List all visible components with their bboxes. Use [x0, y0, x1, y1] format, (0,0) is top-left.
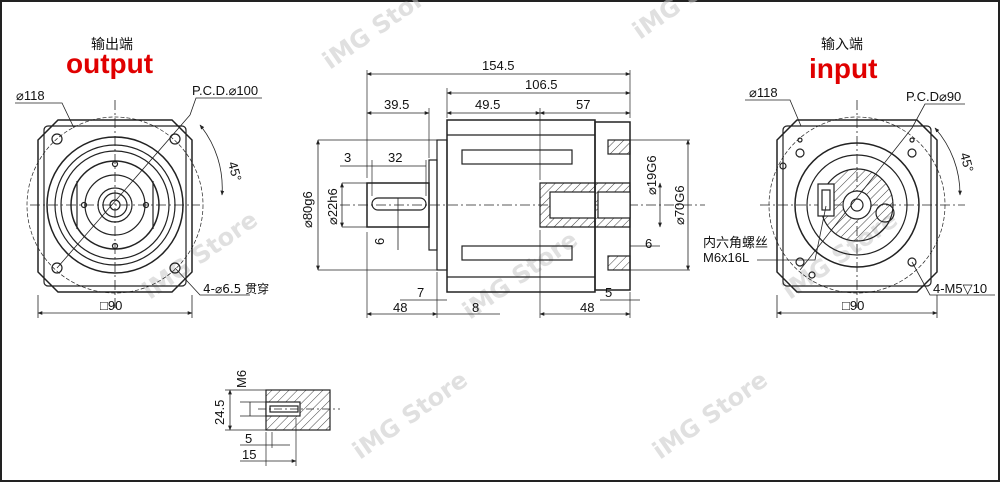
input-label: input — [809, 53, 877, 84]
dim-bore: ⌀19G6 — [644, 155, 659, 195]
dim-7: 7 — [417, 285, 424, 300]
input-pcd: P.C.D⌀90 — [906, 89, 961, 104]
output-holes: 4-⌀6.5 贯穿 — [203, 281, 269, 296]
detail-view — [225, 389, 340, 466]
detail-height: 24.5 — [212, 400, 227, 425]
dim-48-right: 48 — [580, 300, 594, 315]
dim-total: 154.5 — [482, 58, 515, 73]
detail-15: 15 — [242, 447, 256, 462]
detail-5: 5 — [245, 431, 252, 446]
input-view — [745, 99, 995, 318]
detail-thread: M6 — [234, 370, 249, 388]
dim-shaft-dia: ⌀22h6 — [325, 188, 340, 225]
input-angle: 45° — [957, 151, 977, 174]
dim-flange-dia: ⌀80g6 — [300, 191, 315, 228]
input-square: □90 — [842, 298, 864, 313]
dim-8: 8 — [472, 300, 479, 315]
dim-pilot: ⌀70G6 — [672, 185, 687, 225]
watermark-group: iMG Store iMG Store iMG Store iMG Store … — [137, 0, 902, 465]
dim-key-len: 32 — [388, 150, 402, 165]
output-dia-118: ⌀118 — [16, 88, 45, 103]
dim-shaft-len: 39.5 — [384, 97, 409, 112]
dim-5: 5 — [605, 285, 612, 300]
watermark: iMG Store — [647, 365, 772, 465]
side-view — [316, 70, 705, 318]
output-label: output — [66, 48, 153, 79]
input-dia-118: ⌀118 — [749, 85, 778, 100]
watermark: iMG Store — [627, 0, 752, 45]
dim-right: 57 — [576, 97, 590, 112]
output-square: □90 — [100, 298, 122, 313]
dim-body: 106.5 — [525, 77, 558, 92]
output-label-cn: 输出端 — [91, 37, 133, 53]
dim-key-width: 6 — [372, 238, 387, 245]
output-view — [15, 97, 262, 318]
output-angle: 45° — [225, 160, 245, 183]
input-screw-cn: 内六角螺丝 — [703, 235, 768, 251]
input-label-cn: 输入端 — [821, 37, 863, 53]
dim-slot: 6 — [645, 236, 652, 251]
input-screw-size: M6x16L — [703, 250, 749, 265]
watermark: iMG Store — [317, 0, 442, 75]
input-holes: 4-M5▽10 — [933, 281, 987, 296]
dim-mid: 49.5 — [475, 97, 500, 112]
watermark: iMG Store — [347, 365, 472, 465]
dim-48-left: 48 — [393, 300, 407, 315]
dim-key-offset: 3 — [344, 150, 351, 165]
output-pcd: P.C.D.⌀100 — [192, 83, 258, 98]
